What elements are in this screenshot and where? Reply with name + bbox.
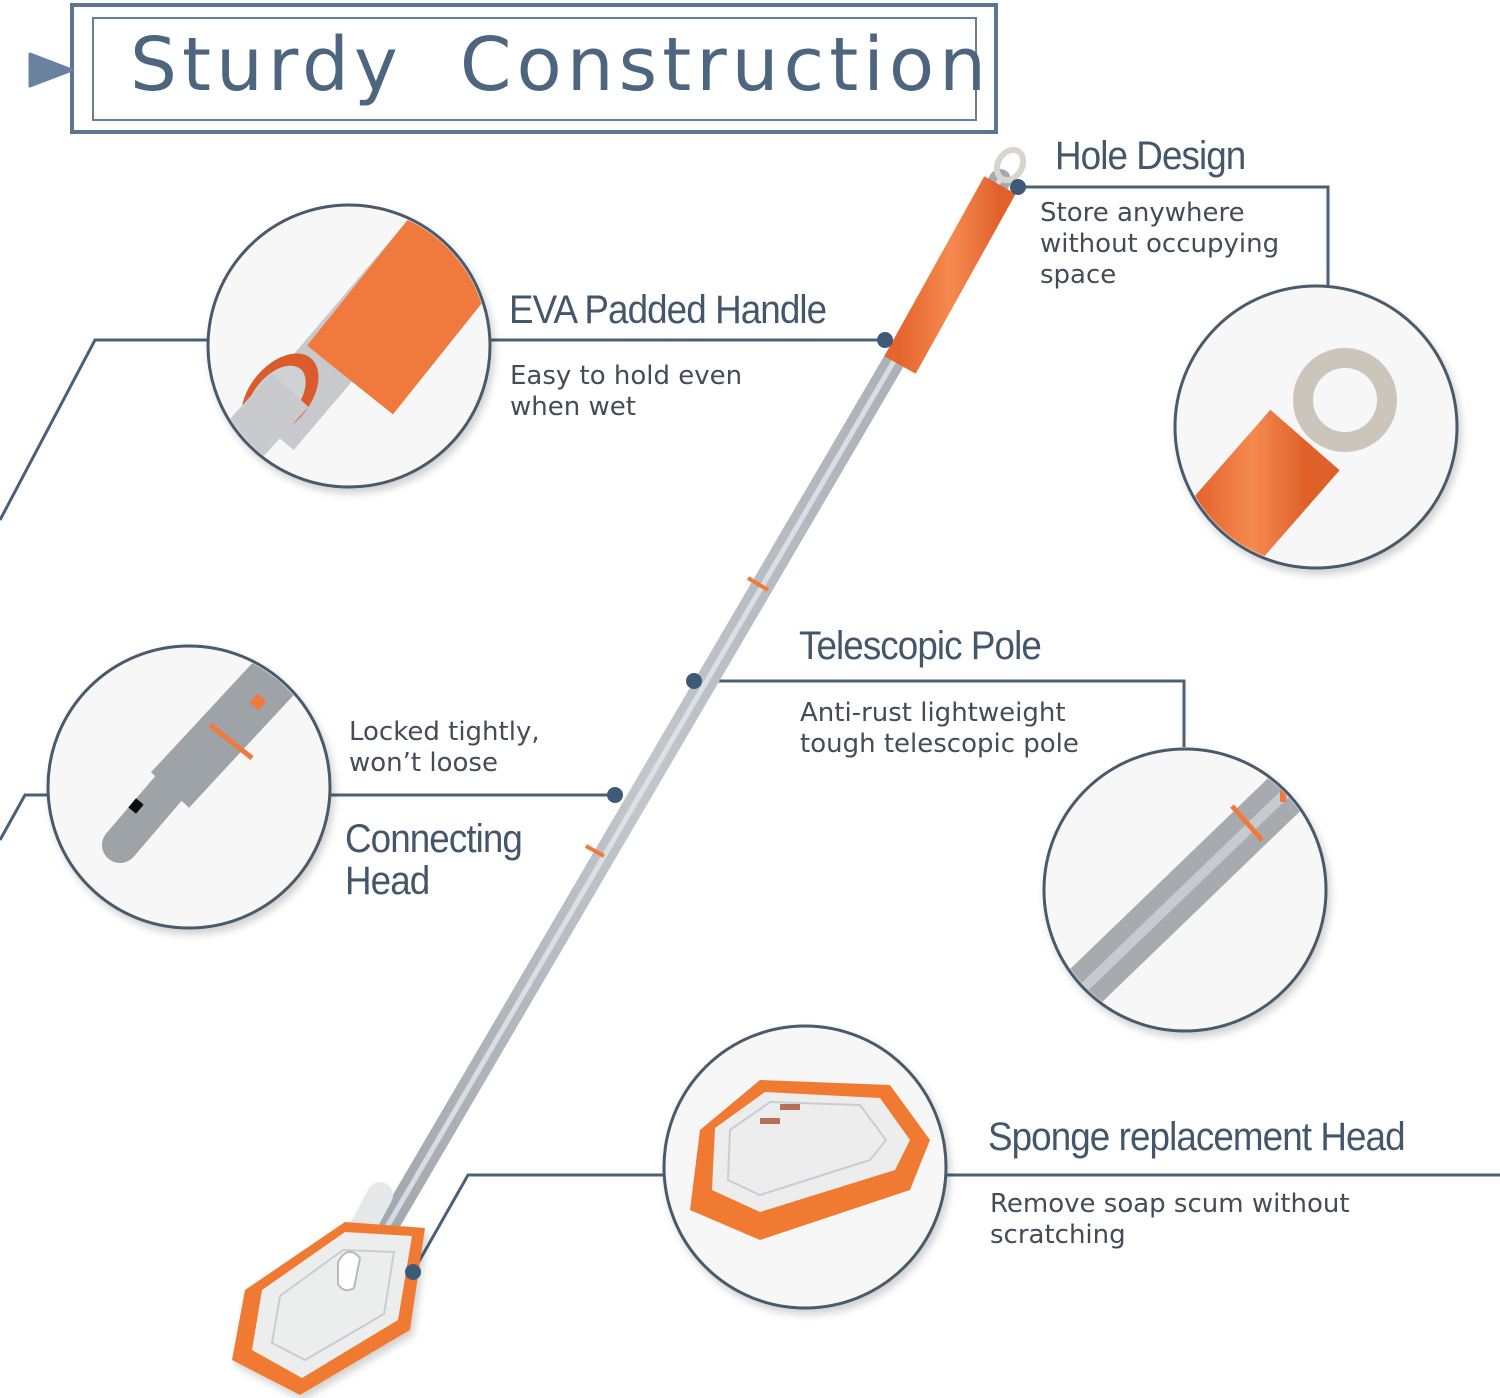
pole [327,146,1027,1301]
feature-title-sponge-head: Sponge replacement Head [988,1115,1406,1159]
brush-head [232,1222,425,1395]
zoom-circle-telescopic [1042,747,1328,1033]
zoom-circle-hole [1173,284,1459,570]
leader-sponge-left [411,1173,665,1273]
feature-title-telescopic-pole: Telescopic Pole [799,624,1042,668]
play-arrow-icon [28,52,74,88]
dot-connect [607,787,623,803]
leader-connect-left [0,793,48,841]
leader-hole [1018,185,1330,285]
leader-lines [0,185,1500,1273]
dot-eva [877,332,893,348]
dot-hole [1010,179,1026,195]
dot-telescopic [686,673,702,689]
pole-ring-1 [746,576,770,592]
title-inner-frame [92,17,977,121]
feature-desc-telescopic-pole: Anti-rust lightweight tough telescopic p… [800,698,1079,759]
callout-dots [405,179,1026,1280]
zoom-circle-sponge [662,1024,948,1310]
feature-desc-eva-handle: Easy to hold even when wet [510,361,743,422]
leader-eva-left [0,338,208,521]
feature-desc-hole-design: Store anywhere without occupying space [1040,198,1280,290]
page-title: Sturdy Construction [130,22,991,108]
eva-grip [884,176,1016,374]
hang-loop [993,146,1027,184]
feature-desc-sponge-head: Remove soap scum without scratching [990,1189,1350,1250]
zoom-circle-eva [206,203,492,489]
pole-ring-2 [585,844,605,858]
zoom-circle-connect [46,644,332,930]
feature-title-connecting-head: Connecting Head [345,817,523,903]
leader-telescopic [694,679,1186,747]
feature-title-eva-handle: EVA Padded Handle [509,288,827,332]
dot-sponge [405,1264,421,1280]
feature-title-hole-design: Hole Design [1055,134,1246,178]
feature-desc-connecting-head: Locked tightly, won’t loose [349,717,540,778]
